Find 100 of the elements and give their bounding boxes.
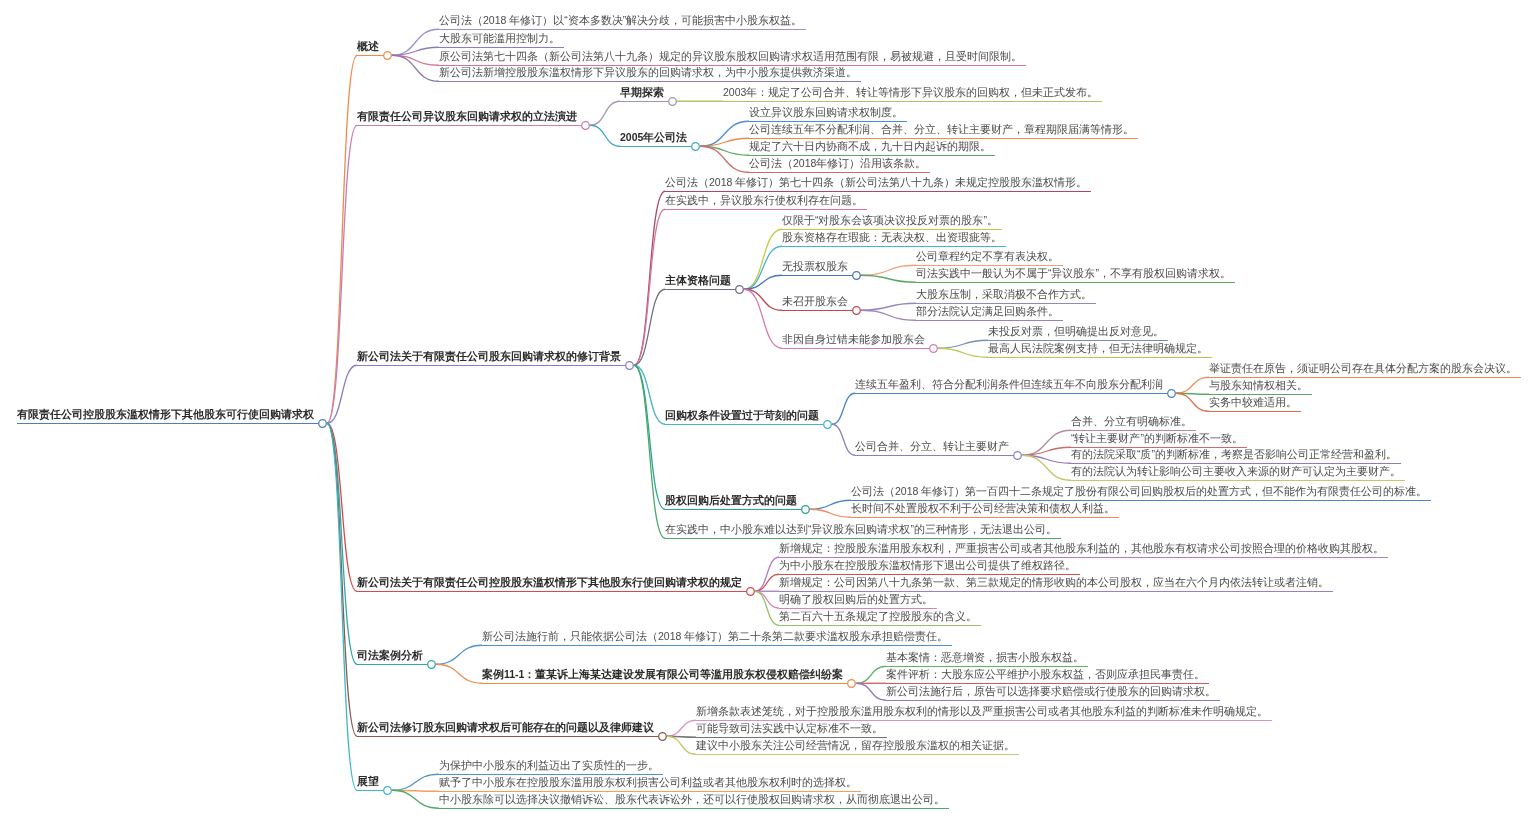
subtopic: 为保护中小股东的利益迈出了实质性的一步。 — [439, 759, 663, 775]
main-topic: 新公司法修订股东回购请求权后可能存在的问题以及律师建议 — [357, 721, 658, 737]
subtopic: 建议中小股东关注公司经营情况，留存控股股东滥权的相关证据。 — [696, 739, 1019, 755]
branch-connector — [676, 100, 724, 102]
subtopic: 公司连续五年不分配利润、合并、分立、转让主要财产，章程期限届满等情形。 — [749, 123, 1138, 139]
subtopic: 实务中较难适用。 — [1209, 396, 1301, 412]
main-topic: 新公司法关于有限责任公司控股股东滥权情形下其他股东行使回购请求权的规定 — [357, 576, 746, 592]
branch-connector — [937, 347, 989, 358]
branch-connector — [391, 789, 440, 809]
main-topic: 有限责任公司异议股东回购请求权的立法演进 — [357, 110, 581, 126]
subtopic: 未投反对票，但明确提出反对意见。 — [988, 325, 1168, 341]
branch-connector — [633, 288, 666, 366]
subtopic: 在实践中，中小股东难以达到“异议股东回购请求权”的三种情形，无法退出公司。 — [665, 523, 1061, 539]
subtopic: 公司合并、分立、转让主要财产 — [855, 440, 1013, 456]
subtopic: 与股东知情权相关。 — [1209, 379, 1312, 395]
subtopic: 公司章程约定不享有表决权。 — [916, 250, 1063, 266]
branch-connector — [1175, 376, 1210, 394]
subtopic: 大股东可能滥用控制力。 — [439, 32, 564, 48]
subtopic: 中小股东除可以选择决议撤销诉讼、股东代表诉讼外，还可以行使股权回购请求权，从而彻底退出公司。 — [439, 793, 949, 809]
branch-connector — [435, 644, 483, 665]
branch-connector — [391, 46, 440, 56]
subtopic: 规定了六十日内协商不成，九十日内起诉的期限。 — [749, 140, 995, 156]
branch-connector — [633, 364, 666, 425]
branch-connector — [855, 665, 887, 684]
subtopic: 案例11-1：董某诉上海某达建设发展有限公司等滥用股东权侵权赔偿纠纷案 — [482, 668, 848, 684]
branch-connector — [809, 499, 852, 510]
subtopic: 最高人民法院案例支持，但无法律明确规定。 — [988, 342, 1212, 358]
subtopic: “转让主要财产”的判断标准不一致。 — [1071, 432, 1247, 448]
branch-connector — [589, 124, 621, 147]
subtopic: 新增规定：公司因第八十九条第一款、第三款规定的情形收购的本公司股权，应当在六个月内依法转让或者注销。 — [779, 576, 1333, 592]
branch-connector — [326, 124, 358, 424]
branch-connector — [743, 274, 783, 290]
subtopic: 公司法（2018 年修订）第一百四十二条规定了股份有限公司回购股权后的处置方式，但不能作为有限责任公司的标准。 — [851, 485, 1432, 501]
branch-connector — [666, 719, 697, 737]
subtopic: 司法实践中一般认为不属于“异议股东”，不享有股权回购请求权。 — [916, 267, 1235, 283]
branch-connector — [326, 422, 358, 665]
subtopic: 为中小股东在控股股东滥权情形下退出公司提供了维权路径。 — [779, 559, 1080, 575]
subtopic: 回购权条件设置过于苛刻的问题 — [665, 409, 823, 425]
branch-connector — [743, 288, 783, 349]
subtopic: 新增规定：控股股东滥用股东权利，严重损害公司或者其他股东利益的，其他股东有权请求公司按照合理的价格收购其股权。 — [779, 542, 1388, 558]
subtopic: 新公司法施行前，只能依据公司法（2018 年修订）第二十条第二款要求滥权股东承担赔偿责任。 — [482, 630, 953, 646]
main-topic: 展望 — [357, 775, 383, 791]
subtopic: 新增条款表述笼统，对于控股股东滥用股东权利的情形以及严重损害公司或者其他股东利益的判断标准未作明确规定。 — [696, 705, 1272, 721]
subtopic: 非因自身过错未能参加股东会 — [782, 333, 929, 349]
branch-connector — [754, 590, 780, 626]
subtopic: 赋予了中小股东在控股股东滥用股东权利损害公司利益或者其他股东权利时的选择权。 — [439, 776, 861, 792]
subtopic: 新公司法施行后，原告可以选择要求赔偿或行使股东的回购请求权。 — [886, 685, 1220, 701]
branch-connector — [435, 663, 483, 684]
subtopic: 长时间不处置股权不利于公司经营决策和债权人利益。 — [851, 502, 1119, 518]
subtopic: 案件评析：大股东应公平维护小股东权益，否则应承担民事责任。 — [886, 668, 1209, 684]
branch-connector — [754, 573, 780, 592]
subtopic: 公司法（2018 年修订）以“资本多数决”解决分歧，可能损害中小股东权益。 — [439, 14, 807, 30]
subtopic: 原公司法第七十四条（新公司法第八十九条）规定的异议股东股权回购请求权适用范围有限，易被规避，且受时间限制。 — [439, 50, 1026, 66]
branch-connector — [831, 392, 856, 425]
branch-connector — [1021, 446, 1072, 456]
branch-connector — [855, 682, 887, 701]
main-topic: 司法案例分析 — [357, 649, 427, 665]
branch-connector — [809, 508, 852, 518]
subtopic: 基本案情：恶意增资，损害小股东权益。 — [886, 651, 1088, 667]
branch-connector — [1175, 392, 1210, 412]
subtopic: 有的法院采取“质”的判断标准，考察是否影响公司正常经营和盈利。 — [1071, 448, 1401, 464]
subtopic: 未召开股东会 — [782, 295, 852, 311]
subtopic: 部分法院认定满足回购条件。 — [916, 305, 1063, 321]
subtopic: 早期探索 — [620, 86, 668, 102]
branch-connector — [860, 309, 917, 321]
branch-connector — [699, 120, 750, 147]
branch-connector — [633, 364, 666, 539]
subtopic: 新公司法新增控股股东滥权情形下异议股东的回购请求权，为中小股东提供救济渠道。 — [439, 66, 861, 82]
subtopic: 2003年：规定了公司合并、转让等情形下异议股东的回购权，但未正式发布。 — [723, 86, 1103, 102]
branch-connector — [391, 773, 440, 791]
branch-connector — [391, 54, 440, 82]
central-topic: 有限责任公司控股股东滥权情形下其他股东可行使回购请求权 — [17, 408, 318, 424]
branch-connector — [937, 339, 989, 349]
subtopic: 仅限于“对股东会该项决议投反对票的股东”。 — [782, 214, 1002, 230]
subtopic: 合并、分立有明确标准。 — [1071, 415, 1196, 431]
subtopic: 股权回购后处置方式的问题 — [665, 494, 801, 510]
subtopic: 设立异议股东回购请求权制度。 — [749, 106, 907, 122]
branch-connector — [1021, 454, 1072, 481]
subtopic: 连续五年盈利、符合分配利润条件但连续五年不向股东分配利润 — [855, 378, 1167, 394]
subtopic: 第二百六十五条规定了控股股东的含义。 — [779, 610, 981, 626]
subtopic: 公司法（2018 年修订）第七十四条（新公司法第八十九条）未规定控股股东滥权情形。 — [665, 176, 1092, 192]
branch-connector — [831, 423, 856, 456]
subtopic: 可能导致司法实践中认定标准不一致。 — [696, 722, 887, 738]
main-topic: 概述 — [357, 40, 383, 56]
branch-connector — [699, 145, 750, 173]
subtopic: 无投票权股东 — [782, 260, 852, 276]
subtopic: 股东资格存在瑕疵：无表决权、出资瑕疵等。 — [782, 231, 1006, 247]
subtopic: 2005年公司法 — [620, 131, 692, 147]
subtopic: 在实践中，异议股东行使权利存在问题。 — [665, 194, 867, 210]
branch-connector — [589, 100, 621, 126]
main-topic: 新公司法关于有限责任公司股东回购请求权的修订背景 — [357, 350, 625, 366]
subtopic: 公司法（2018年修订）沿用该条款。 — [749, 157, 931, 173]
subtopic: 举证责任在原告，须证明公司存在具体分配方案的股东会决议。 — [1209, 362, 1521, 378]
branch-connector — [860, 274, 917, 283]
subtopic: 明确了股权回购后的处置方式。 — [779, 593, 937, 609]
subtopic: 有的法院认为转让影响公司主要收入来源的财产可认定为主要财产。 — [1071, 465, 1405, 481]
subtopic: 大股东压制，采取消极不合作方式。 — [916, 288, 1096, 304]
subtopic: 主体资格问题 — [665, 274, 735, 290]
branch-connector — [326, 364, 358, 424]
branch-connector — [666, 735, 697, 755]
